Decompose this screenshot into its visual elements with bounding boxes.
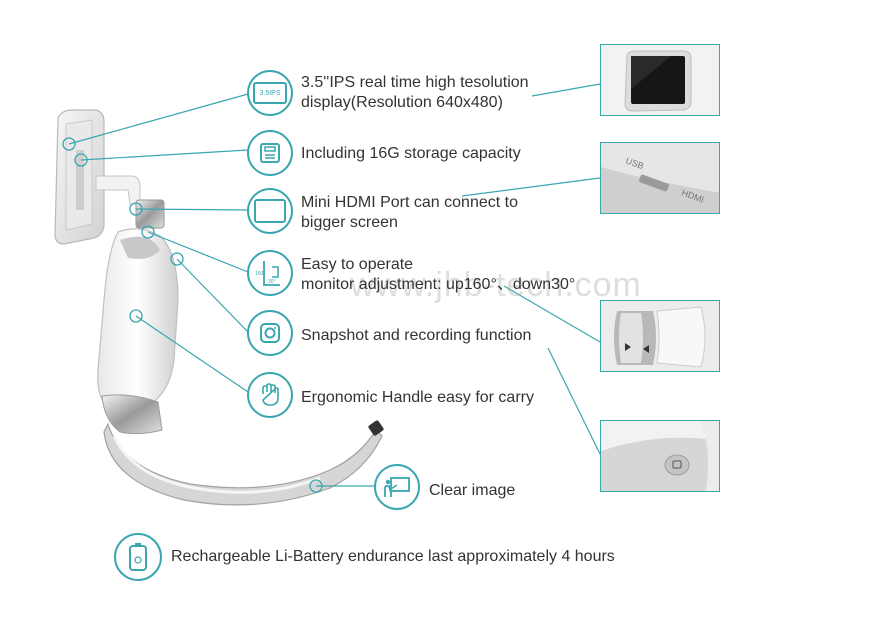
watermark-text: www.jhb-tech.com <box>350 266 642 304</box>
display-icon-label: 3.5IPS <box>259 89 281 97</box>
hinge-thumbnail <box>600 300 720 372</box>
feature-handle-line1: Ergonomic Handle easy for carry <box>301 389 534 406</box>
feature-hdmi-line1: Mini HDMI Port can connect to <box>301 194 518 211</box>
camera-icon <box>247 310 293 356</box>
feature-battery-text: Rechargeable Li-Battery endurance last a… <box>171 547 615 567</box>
feature-adjust-line2: monitor adjustment: up160°、down30° <box>301 276 576 293</box>
feature-hdmi-line2: bigger screen <box>301 214 398 231</box>
battery-icon <box>114 533 162 581</box>
feature-snapshot-text: Snapshot and recording function <box>301 326 531 346</box>
hand-icon <box>247 372 293 418</box>
rotate-icon-label-a: 160° <box>255 271 265 277</box>
monitor <box>54 109 105 245</box>
feature-hdmi-text: Mini HDMI Port can connect to bigger scr… <box>301 193 518 233</box>
feature-storage-line1: Including 16G storage capacity <box>301 145 521 162</box>
feature-display-text: 3.5''IPS real time high tesolution displ… <box>301 73 529 113</box>
image-icon <box>374 464 420 510</box>
feature-adjust-text: Easy to operate monitor adjustment: up16… <box>301 255 575 295</box>
rotate-icon: 160° 30° <box>247 250 293 296</box>
rotate-icon-label-b: 30° <box>268 279 276 285</box>
handle <box>97 228 179 409</box>
feature-display-line2: display(Resolution 640x480) <box>301 94 503 111</box>
feature-display-line1: 3.5''IPS real time high tesolution <box>301 74 529 91</box>
screen-icon <box>247 188 293 234</box>
display-icon: 3.5IPS <box>247 70 293 116</box>
feature-snapshot-line1: Snapshot and recording function <box>301 327 532 344</box>
feature-adjust-line1: Easy to operate <box>301 256 414 273</box>
feature-battery-line1: Rechargeable Li-Battery endurance last a… <box>171 548 615 565</box>
monitor-thumbnail <box>600 44 720 116</box>
storage-icon <box>247 130 293 176</box>
button-thumbnail <box>600 420 720 492</box>
feature-image-text: Clear image <box>429 481 515 501</box>
ports-thumbnail: USB HDMI <box>600 142 720 214</box>
feature-storage-text: Including 16G storage capacity <box>301 144 521 164</box>
blade <box>103 422 383 506</box>
feature-handle-text: Ergonomic Handle easy for carry <box>301 388 534 408</box>
feature-image-line1: Clear image <box>429 482 516 499</box>
